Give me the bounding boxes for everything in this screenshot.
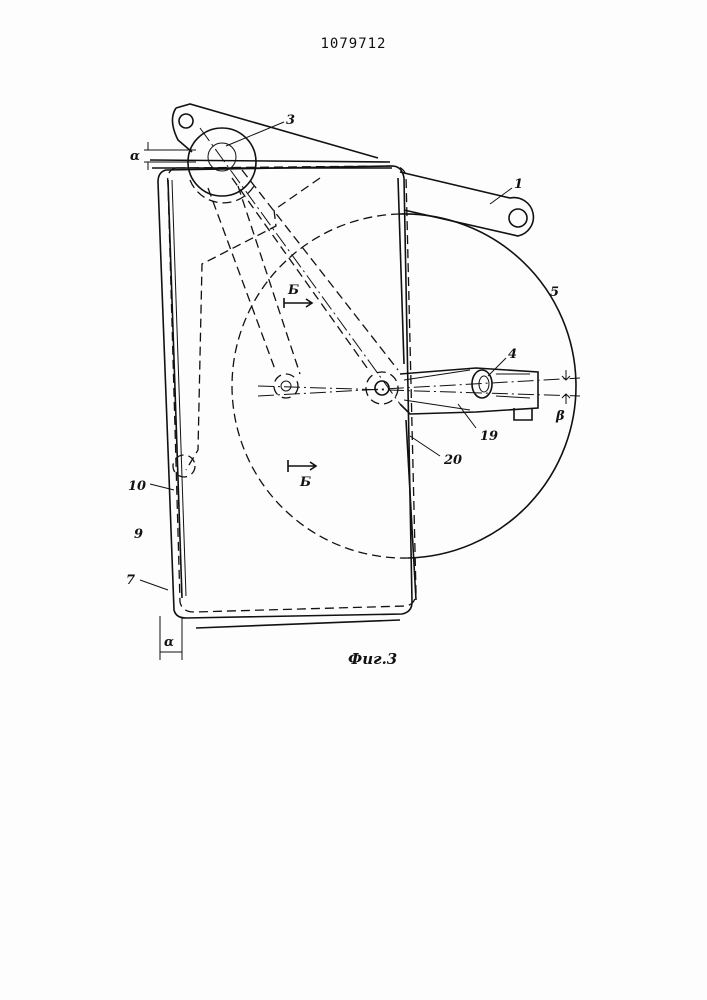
- leader-20: [410, 436, 440, 456]
- leader-4: [488, 358, 506, 376]
- leader-1: [490, 188, 512, 204]
- lever-1-hole-right: [509, 209, 527, 227]
- label-7: 7: [126, 573, 135, 588]
- alpha-label-bottom: α: [164, 635, 174, 650]
- arm-19-taper: [404, 370, 470, 410]
- panel-right-edge-inner: [398, 178, 404, 364]
- label-3: 3: [286, 113, 295, 128]
- center-axis-horizontal: [258, 378, 580, 396]
- roller-3-dashed-rim: [190, 180, 254, 203]
- panel-7-outline: [158, 166, 412, 618]
- arm-dashed-1: [208, 188, 276, 372]
- leader-19: [458, 404, 476, 428]
- label-10: 10: [128, 479, 146, 494]
- label-20: 20: [443, 453, 462, 468]
- panel-9-dashed-outline: [168, 166, 416, 612]
- pivot-left-inner: [281, 381, 291, 391]
- figure-caption: Фиг.3: [348, 650, 397, 668]
- pivot-main-inner: [375, 381, 389, 395]
- alpha-label-top: α: [130, 149, 140, 164]
- disc-5-outline: [400, 214, 576, 558]
- leader-10: [150, 484, 174, 490]
- leader-3: [226, 122, 284, 146]
- lever-1-hole-left: [179, 114, 193, 128]
- beta-arrow-bottom: [562, 394, 570, 404]
- roller-3-hub: [208, 143, 236, 171]
- label-19: 19: [480, 429, 498, 444]
- panel-bottom-edge: [196, 620, 400, 628]
- label-1: 1: [514, 177, 523, 192]
- section-label-top: Б: [287, 283, 299, 298]
- arm-dashed-3: [232, 178, 370, 372]
- label-4: 4: [508, 347, 517, 362]
- arm-dashed-2: [238, 186, 300, 374]
- section-marker-bottom: [288, 460, 316, 472]
- leader-7: [140, 580, 168, 590]
- label-9: 9: [134, 527, 143, 542]
- label-5: 5: [550, 285, 559, 300]
- section-label-bottom: Б: [299, 475, 311, 490]
- section-marker-top: [284, 298, 312, 308]
- beta-label: β: [555, 409, 565, 424]
- beta-arrow-top: [562, 370, 570, 380]
- inner-cutout-dashed: [186, 178, 320, 470]
